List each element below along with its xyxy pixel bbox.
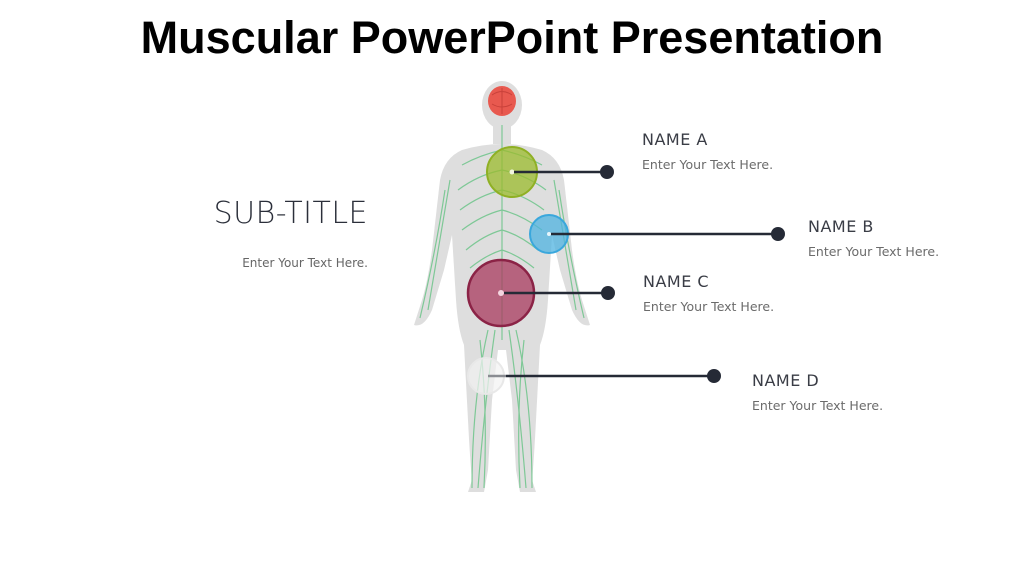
- callout-a-name: NAME A: [642, 130, 708, 149]
- subtitle-heading: SUB-TITLE: [213, 196, 368, 231]
- callout-b-name: NAME B: [808, 217, 874, 236]
- callout-d-name: NAME D: [752, 371, 820, 390]
- slide-title: Muscular PowerPoint Presentation: [140, 12, 884, 63]
- callout-c-text: Enter Your Text Here.: [643, 299, 775, 314]
- callout-a-marker: [486, 146, 614, 198]
- subtitle-text: Enter Your Text Here.: [242, 256, 368, 270]
- callout-c-marker: [466, 258, 615, 328]
- callout-d-marker: [467, 357, 721, 395]
- callout-c-name: NAME C: [643, 272, 710, 291]
- brain-icon: [488, 86, 516, 116]
- callout-b-marker: [529, 214, 785, 254]
- callout-d-text: Enter Your Text Here.: [752, 398, 884, 413]
- callout-b-text: Enter Your Text Here.: [808, 244, 940, 259]
- callout-a-text: Enter Your Text Here.: [642, 157, 774, 172]
